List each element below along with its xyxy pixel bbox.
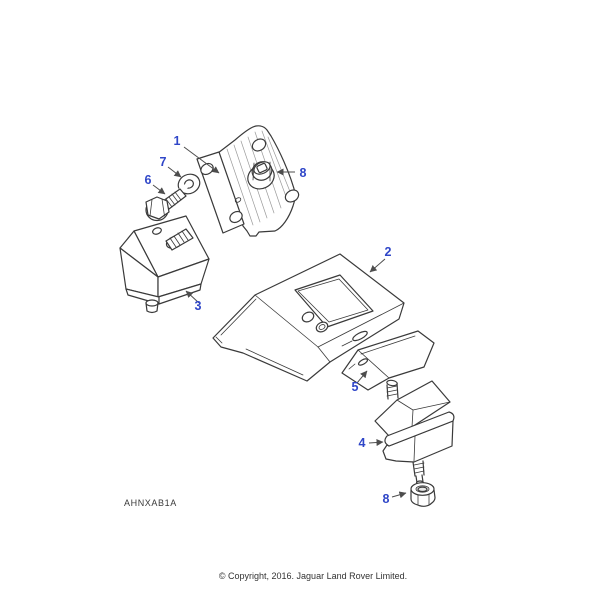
callout-7: 7: [160, 155, 167, 169]
stud-threads-bottom: [413, 462, 425, 474]
part-engine-mount-left: [119, 215, 210, 314]
callout-8-upper: 8: [300, 166, 307, 180]
stud-threads-top: [386, 385, 398, 397]
part-bolt: [145, 188, 187, 222]
part-mount-bracket: [212, 253, 405, 382]
stud-threads: [169, 230, 189, 248]
leader-3: [185, 290, 200, 304]
leader-5: [356, 370, 368, 384]
leader-2: [369, 258, 386, 273]
leader-1: [183, 146, 220, 174]
callout-6: 6: [145, 173, 152, 187]
callout-numbers: 1 7 6 8 3 2 5 4 8: [145, 134, 392, 506]
callout-5: 5: [352, 380, 359, 394]
callout-3: 3: [195, 299, 202, 313]
bolt-threads: [165, 191, 182, 208]
callout-8-lower: 8: [383, 492, 390, 506]
leader-4: [368, 438, 384, 446]
callout-4: 4: [359, 436, 366, 450]
part-engine-mount-right: [374, 379, 455, 486]
part-nut-upper: [247, 161, 275, 190]
leader-6: [152, 184, 166, 195]
part-lock-washer: [175, 173, 201, 195]
figure-code: AHNXAB1A: [124, 498, 177, 508]
leader-8-lower: [391, 491, 407, 499]
callout-2: 2: [385, 245, 392, 259]
callout-1: 1: [174, 134, 181, 148]
part-nut-lower: [410, 482, 436, 507]
copyright-notice: © Copyright, 2016. Jaguar Land Rover Lim…: [218, 571, 408, 581]
leader-7: [167, 166, 182, 178]
leader-lines: [152, 146, 407, 499]
